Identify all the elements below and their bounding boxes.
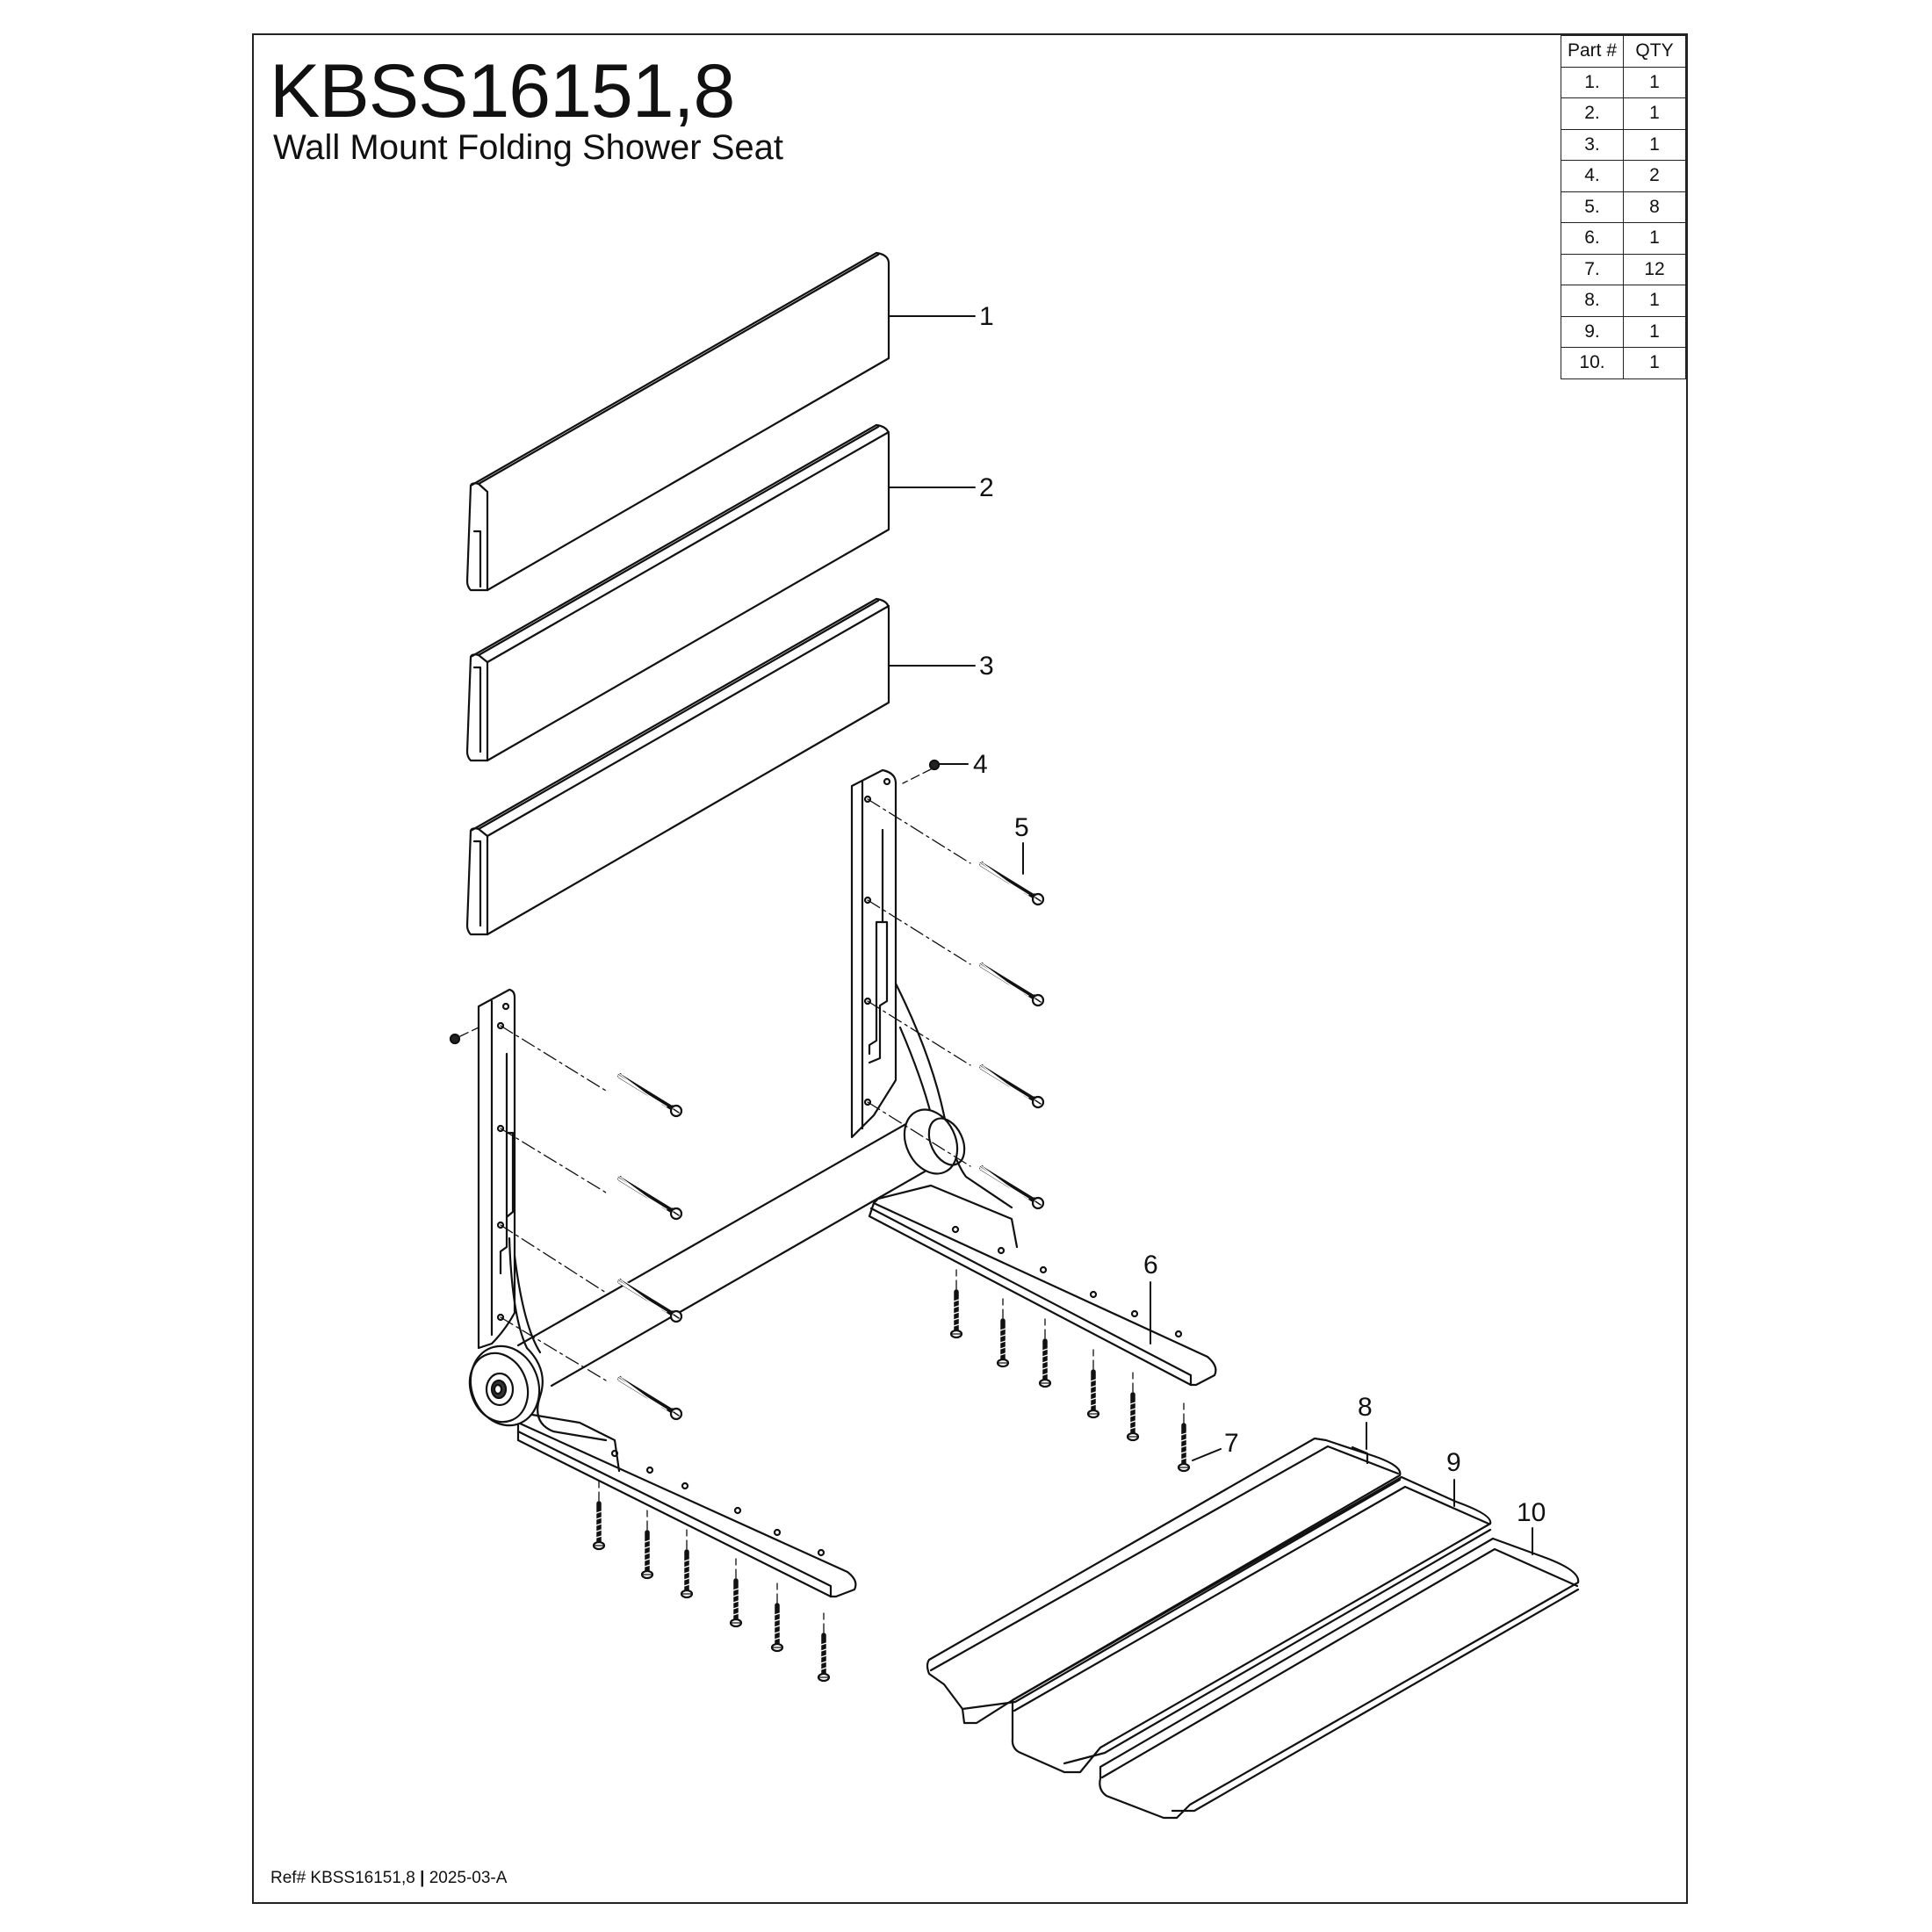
part-number: 6. — [1561, 222, 1624, 255]
wall-bracket-right — [850, 768, 1217, 1387]
table-row: 2.1 — [1561, 97, 1686, 130]
hinge-pulley-left — [468, 1344, 541, 1427]
table-row: 8.1 — [1561, 285, 1686, 317]
footer-separator: | — [420, 1869, 425, 1887]
seat-slat-8 — [926, 1437, 1402, 1725]
part-qty: 1 — [1623, 315, 1686, 348]
drawing-border — [252, 33, 1688, 1904]
callout-9: 9 — [1446, 1448, 1461, 1477]
back-slat-top — [465, 251, 890, 592]
callout-8: 8 — [1358, 1393, 1373, 1422]
part-qty: 1 — [1623, 222, 1686, 255]
part-qty: 12 — [1623, 253, 1686, 285]
table-row: 6.1 — [1561, 222, 1686, 255]
callout-leaders — [888, 315, 1533, 1555]
callout-2: 2 — [979, 473, 994, 502]
support-tube — [516, 1108, 966, 1388]
callout-10: 10 — [1517, 1498, 1546, 1527]
cap-screw-lower — [449, 1027, 479, 1045]
callout-5: 5 — [1014, 813, 1029, 842]
part-number: 3. — [1561, 128, 1624, 161]
callout-1: 1 — [979, 302, 994, 331]
callout-6: 6 — [1143, 1251, 1158, 1280]
callout-4: 4 — [973, 750, 988, 779]
header-part-number: Part # — [1561, 35, 1624, 68]
table-row: 5.8 — [1561, 191, 1686, 223]
cap-screw-upper — [902, 759, 969, 784]
wall-screws — [500, 798, 1043, 1419]
wall-bracket-left — [477, 988, 857, 1598]
seat-screws — [594, 1270, 1189, 1681]
callout-numbers: 1 2 3 4 5 6 7 8 9 10 — [973, 302, 1546, 1527]
table-row: 4.2 — [1561, 160, 1686, 192]
callout-7: 7 — [1224, 1429, 1239, 1458]
back-slat-lower — [465, 597, 890, 936]
drawing-subtitle: Wall Mount Folding Shower Seat — [273, 128, 784, 167]
footer-reference: Ref# KBSS16151,8 | 2025-03-A — [270, 1869, 507, 1888]
part-number: 5. — [1561, 191, 1624, 223]
table-row: 10.1 — [1561, 347, 1686, 379]
part-qty: 2 — [1623, 160, 1686, 192]
part-qty: 1 — [1623, 347, 1686, 379]
seat-slat-9 — [1011, 1475, 1492, 1774]
header-qty: QTY — [1623, 35, 1686, 68]
part-qty: 1 — [1623, 97, 1686, 130]
back-slat-middle — [465, 423, 890, 762]
seat-slat-10 — [1099, 1537, 1580, 1820]
table-row: 3.1 — [1561, 128, 1686, 161]
footer-ref: Ref# KBSS16151,8 — [270, 1869, 415, 1887]
table-row: 9.1 — [1561, 315, 1686, 348]
part-number: 9. — [1561, 315, 1624, 348]
drawing-title: KBSS16151,8 — [270, 49, 735, 133]
footer-revision: 2025-03-A — [429, 1869, 508, 1887]
callout-3: 3 — [979, 652, 994, 681]
part-qty: 8 — [1623, 191, 1686, 223]
parts-table: Part # QTY 1.1 2.1 3.1 4.2 5.8 6.1 7.12 … — [1561, 35, 1686, 379]
part-number: 10. — [1561, 347, 1624, 379]
parts-table-header-row: Part # QTY — [1561, 35, 1686, 68]
